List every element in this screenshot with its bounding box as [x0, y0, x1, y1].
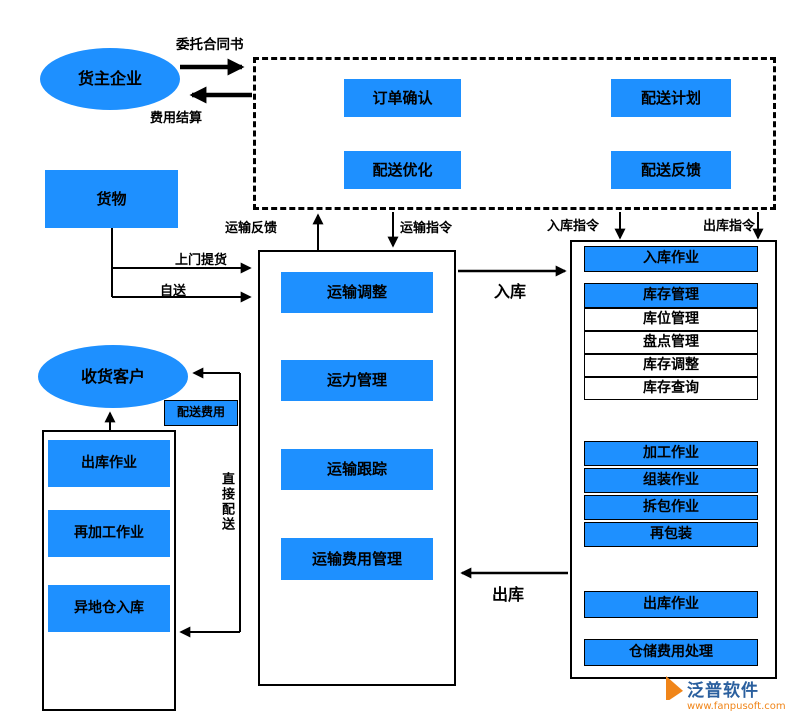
node-delivery-fee: 配送费用 [164, 400, 238, 426]
node-order-confirm-label: 订单确认 [372, 88, 433, 107]
node-assembly-job-label: 组装作业 [643, 471, 699, 488]
node-inventory-mgmt-label: 库存管理 [643, 286, 699, 303]
node-delivery-feedback: 配送反馈 [611, 151, 731, 189]
node-customer-label: 收货客户 [80, 366, 145, 386]
edge-label-self-delivery: 自送 [160, 284, 187, 299]
edge-label-outbound: 出库 [492, 585, 525, 604]
node-reprocessing-job: 再加工作业 [48, 510, 170, 557]
node-delivery-plan-label: 配送计划 [640, 88, 701, 107]
node-unpacking-job-label: 拆包作业 [643, 498, 699, 515]
fanpu-logo: 泛普软件 www.fanpusoft.com [666, 676, 786, 712]
fanpu-logo-icon [666, 676, 683, 700]
node-repackaging-label: 再包装 [650, 525, 692, 542]
node-order-confirm: 订单确认 [344, 79, 461, 117]
node-inventory-query-label: 库存查询 [643, 379, 699, 396]
edge-label-transport-feedback: 运输反馈 [225, 221, 278, 236]
node-inbound-job: 入库作业 [584, 246, 758, 272]
node-shipper: 货主企业 [40, 48, 180, 110]
node-inventory-mgmt: 库存管理 [584, 283, 758, 308]
edge-label-settlement: 费用结算 [150, 111, 203, 126]
node-customer: 收货客户 [38, 345, 188, 408]
edge-label-inbound: 入库 [494, 282, 527, 301]
node-remote-warehouse-inbound-label: 异地仓入库 [74, 599, 144, 616]
node-outbound-job-label: 出库作业 [643, 595, 699, 612]
node-delivery-feedback-label: 配送反馈 [640, 160, 701, 179]
edge-label-pickup: 上门提货 [175, 253, 228, 268]
node-processing-job-label: 加工作业 [643, 444, 699, 461]
node-location-mgmt: 库位管理 [584, 308, 758, 331]
node-delivery-optimize-label: 配送优化 [372, 160, 433, 179]
node-capacity-mgmt: 运力管理 [281, 360, 433, 401]
node-delivery-plan: 配送计划 [611, 79, 731, 117]
edge-label-inbound-order: 入库指令 [547, 219, 600, 234]
node-repackaging: 再包装 [584, 522, 758, 547]
logo-url: www.fanpusoft.com [687, 701, 786, 712]
node-inventory-query: 库存查询 [584, 377, 758, 400]
node-location-mgmt-label: 库位管理 [643, 310, 699, 327]
node-storage-fee-label: 仓储费用处理 [629, 643, 713, 660]
edge-label-contract: 委托合同书 [176, 37, 244, 53]
edge-label-direct-delivery: 直接配送 [219, 472, 234, 532]
node-reprocessing-job-label: 再加工作业 [74, 524, 144, 541]
node-inbound-job-label: 入库作业 [643, 250, 699, 267]
node-cust-outbound-job-label: 出库作业 [81, 454, 137, 471]
node-remote-warehouse-inbound: 异地仓入库 [48, 585, 170, 632]
node-goods-label: 货物 [96, 189, 127, 208]
edge-label-outbound-order: 出库指令 [703, 219, 756, 234]
node-transport-adjust-label: 运输调整 [326, 283, 387, 302]
node-capacity-mgmt-label: 运力管理 [326, 371, 387, 390]
node-transport-tracking-label: 运输跟踪 [326, 460, 387, 479]
node-transport-fee-mgmt-label: 运输费用管理 [311, 549, 402, 568]
node-storage-fee: 仓储费用处理 [584, 639, 758, 666]
node-goods: 货物 [45, 170, 178, 228]
node-delivery-fee-label: 配送费用 [176, 405, 225, 420]
node-inventory-adjust: 库存调整 [584, 354, 758, 377]
node-transport-adjust: 运输调整 [281, 272, 433, 313]
fanpu-logo-text: 泛普软件 www.fanpusoft.com [687, 676, 786, 712]
node-outbound-job: 出库作业 [584, 591, 758, 618]
node-processing-job: 加工作业 [584, 441, 758, 466]
node-delivery-optimize: 配送优化 [344, 151, 461, 189]
node-transport-fee-mgmt: 运输费用管理 [281, 538, 433, 580]
logo-name: 泛普软件 [687, 681, 759, 701]
node-unpacking-job: 拆包作业 [584, 495, 758, 520]
node-assembly-job: 组装作业 [584, 468, 758, 493]
node-stocktake-mgmt: 盘点管理 [584, 331, 758, 354]
edge-label-transport-order: 运输指令 [400, 221, 453, 236]
node-stocktake-mgmt-label: 盘点管理 [643, 333, 699, 350]
node-cust-outbound-job: 出库作业 [48, 440, 170, 487]
node-transport-tracking: 运输跟踪 [281, 449, 433, 490]
node-shipper-label: 货主企业 [77, 69, 142, 89]
node-inventory-adjust-label: 库存调整 [643, 356, 699, 373]
